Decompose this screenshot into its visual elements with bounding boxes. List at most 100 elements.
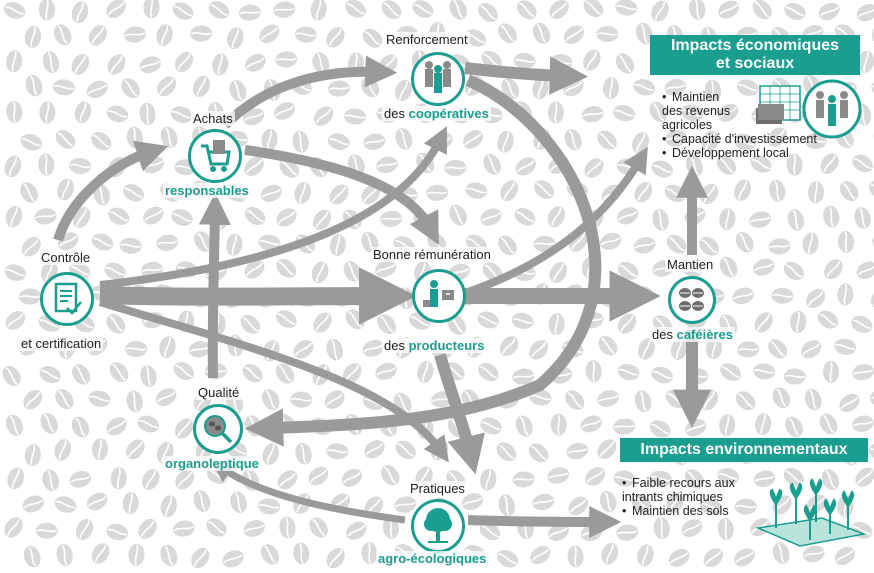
coffee-bean-shape [346,521,367,540]
coffee-bean-shape [329,234,346,257]
coffee-bean-shape [137,415,160,433]
arrow-pratiques-qualite [211,460,406,524]
coffee-bean-shape [530,545,551,565]
coffee-bean-shape [735,391,756,411]
coffee-bean-shape [362,339,384,357]
coffee-bean-shape [547,467,570,484]
coffee-bean-shape [857,50,874,73]
coffee-bean-shape [699,236,720,256]
coffee-bean-shape [69,471,92,488]
coffee-bean-shape [160,495,178,518]
impacts-eco-title-line2: et sociaux [715,55,795,72]
coffee-bean-shape [532,493,555,511]
coffee-bean-shape [550,413,567,436]
coffee-bean-shape [597,130,617,150]
magnifier-beans-icon [204,415,233,444]
coffee-bean-shape [617,207,639,225]
coffee-bean-shape [854,207,871,229]
coffee-bean-shape [838,230,855,253]
coffee-bean-shape [126,390,143,413]
coffee-bean-shape [666,234,687,254]
coffee-bean-shape [279,516,296,539]
coffee-bean-shape [24,25,42,48]
coffee-bean-shape [395,128,413,150]
coffee-bean-shape [547,101,564,124]
coffee-bean-shape [818,2,840,21]
coffee-bean-shape [222,550,244,568]
coffee-bean-shape [191,547,210,569]
coffee-bean-shape [277,470,298,490]
coffee-bean-shape [119,237,142,254]
coffee-bean-shape [734,179,752,201]
coffee-bean-shape [478,363,499,382]
coffee-bean-shape [227,27,244,50]
coffee-bean-shape [395,79,412,102]
coffee-bean-shape [91,132,112,151]
coffee-bean-shape [380,210,403,227]
coffee-bean-shape [753,470,776,487]
coffee-bean-shape [426,184,449,201]
tree-icon [424,508,452,543]
coffee-bean-shape [681,519,703,538]
coffee-bean-shape [139,102,156,125]
coffee-bean-shape [244,259,265,279]
coffee-bean-shape [719,256,738,278]
coffee-bean-shape [208,1,230,19]
coffee-bean-shape [229,80,247,102]
money-chart-people-icon [756,79,862,139]
impacts-env-bullet-1: Faible recours aux intrants chimiques [622,476,735,504]
coffee-bean-shape [71,416,90,438]
coffee-bean-shape [868,443,874,460]
coffee-bean-shape [35,522,58,539]
coffee-bean-shape [534,180,555,199]
coffee-bean-shape [483,153,501,175]
coffee-bean-shape [72,207,91,228]
coffee-bean-shape [821,469,840,491]
coffee-bean-shape [719,414,736,437]
coffee-bean-shape [637,544,654,567]
coffee-bean-shape [649,420,671,438]
coffee-bean-shape [110,467,127,490]
coffee-bean-shape [52,79,75,96]
coffee-bean-shape [785,416,803,438]
coffee-bean-shape [329,184,349,205]
coffee-bean-shape [107,54,126,75]
farmer-payment-icon [423,280,454,307]
impacts-env-title: Impacts environnementaux [620,438,868,462]
impacts-eco-bullet-3: Développement local [662,146,817,160]
coffee-bean-shape [258,234,281,251]
coffee-bean-shape [206,518,227,537]
coffee-bean-shape [326,443,349,460]
coffee-bean-shape [212,53,229,76]
coffee-bean-shape [501,78,520,99]
pratiques-title: Pratiques [408,481,467,496]
coffee-bean-shape [313,106,334,126]
arrow-controle-pratiques [98,298,449,463]
coffee-bean-shape [783,368,806,385]
coffee-bean-shape [852,415,874,432]
coffee-bean-shape [326,338,343,361]
coffee-bean-shape [768,339,788,359]
coffee-bean-shape [548,523,570,541]
coffee-bean-shape [734,548,755,567]
coffee-bean-shape [25,74,43,97]
coffee-bean-shape [856,261,874,280]
coffee-bean-shape [108,207,130,225]
coffee-bean-shape [417,361,434,383]
coffee-bean-shape [869,180,874,199]
coffee-bean-shape [128,543,145,566]
controle-node [40,272,94,326]
coffee-bean-shape [92,438,109,461]
arrow-achats-remuneration [244,145,439,245]
coffee-bean-shape [720,363,741,381]
coffee-bean-shape [245,53,266,72]
coffee-bean-shape [143,0,160,19]
coffee-bean-shape [583,0,604,18]
coffee-bean-shape [802,232,819,255]
coffee-bean-shape [615,0,638,16]
coffee-bean-shape [772,542,790,564]
coffee-bean-shape [104,262,126,280]
coffee-bean-shape [240,314,261,334]
